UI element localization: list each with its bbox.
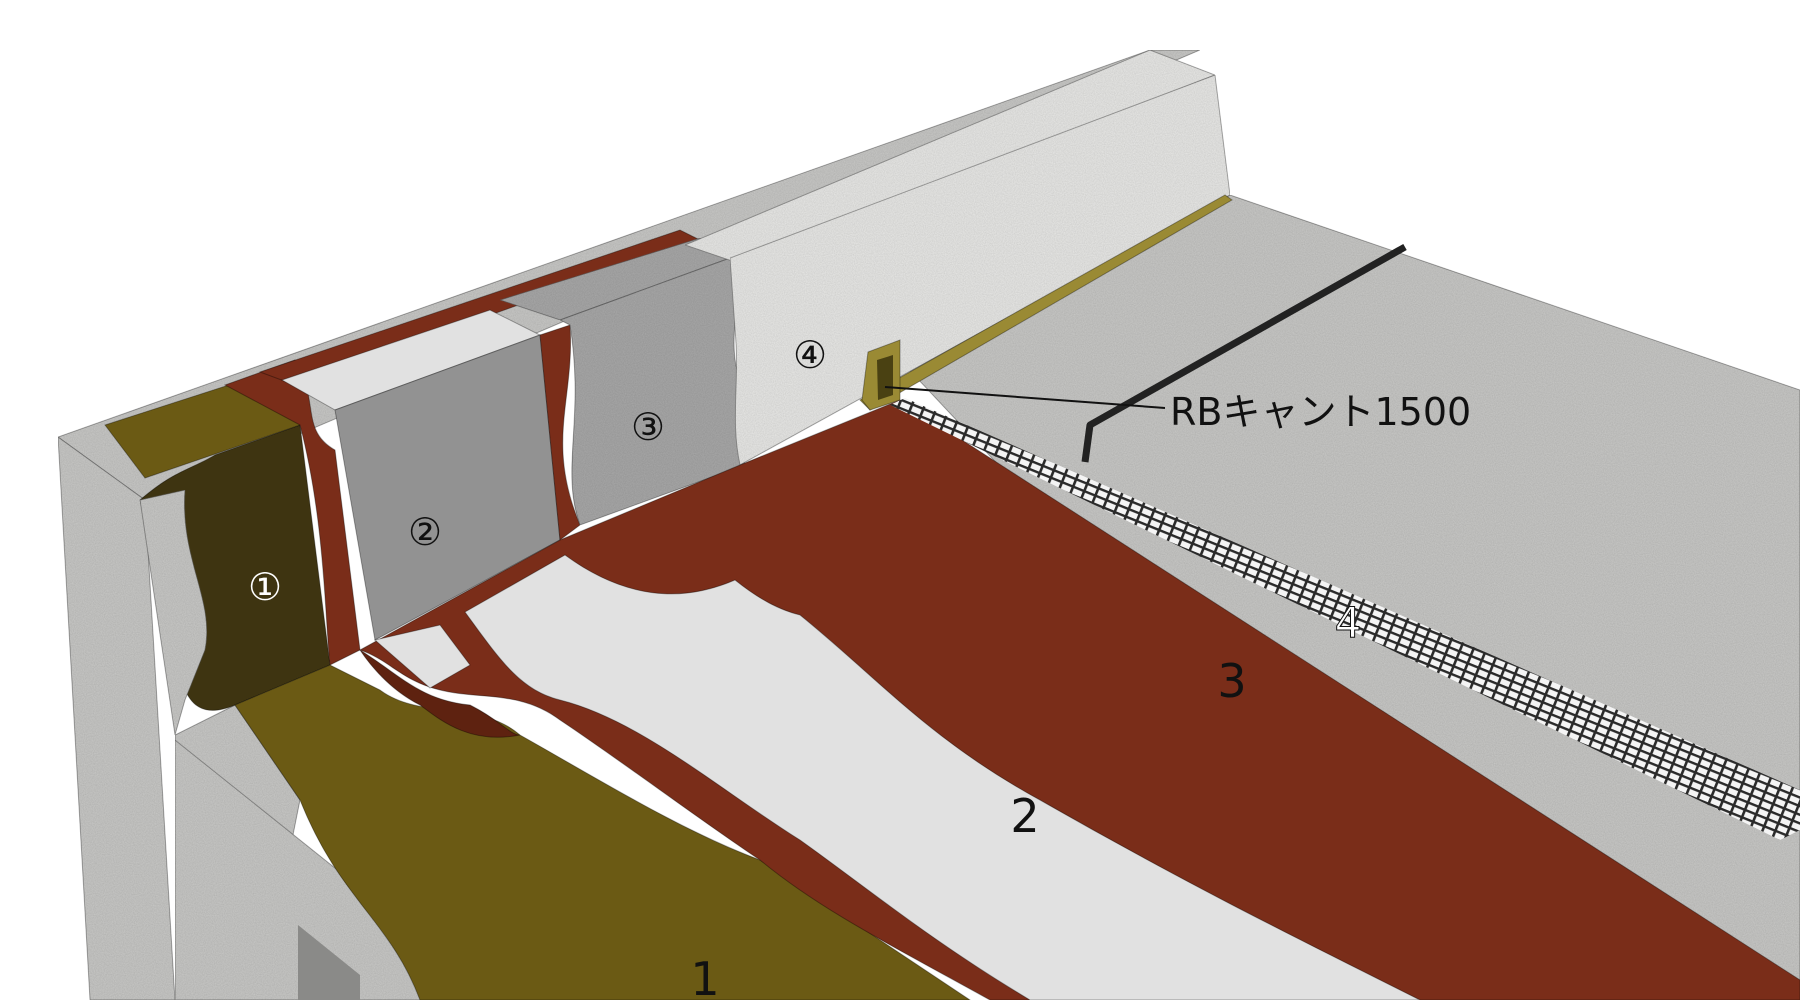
floor-label-1: 1: [690, 952, 719, 1000]
wall-label-4: ④: [793, 333, 827, 377]
wall-exposed-concrete: [139, 489, 208, 736]
floor-layer-labels: 1 2 3 4: [690, 598, 1362, 1004]
floor-label-2: 2: [1010, 789, 1039, 843]
wall-label-3: ③: [631, 405, 665, 449]
concrete-joint-line: [1081, 243, 1407, 463]
wall-layer-labels: ① ② ③ ④: [248, 333, 827, 609]
metal-cant-strip: [859, 194, 1233, 411]
wall-rust-strip-left: [223, 359, 361, 666]
floor-label-4: 4: [1335, 598, 1362, 647]
floor-label-3: 3: [1217, 654, 1246, 708]
floor-layer-2-sheet: [464, 554, 1421, 1001]
floor-layer-4-mesh: [890, 398, 1800, 840]
callout-leader-line: [884, 386, 1166, 409]
wall-label-1: ①: [248, 565, 282, 609]
callout-label: RBキャント1500: [1170, 390, 1471, 434]
wall-label-2: ②: [408, 510, 442, 554]
floor-rust-base: [358, 399, 1800, 1001]
slab-opening: [298, 925, 360, 1000]
floor-rust-edge: [359, 649, 521, 738]
metal-cant-end-inner: [877, 355, 893, 400]
floor-layer-2-corner-piece: [373, 624, 471, 689]
